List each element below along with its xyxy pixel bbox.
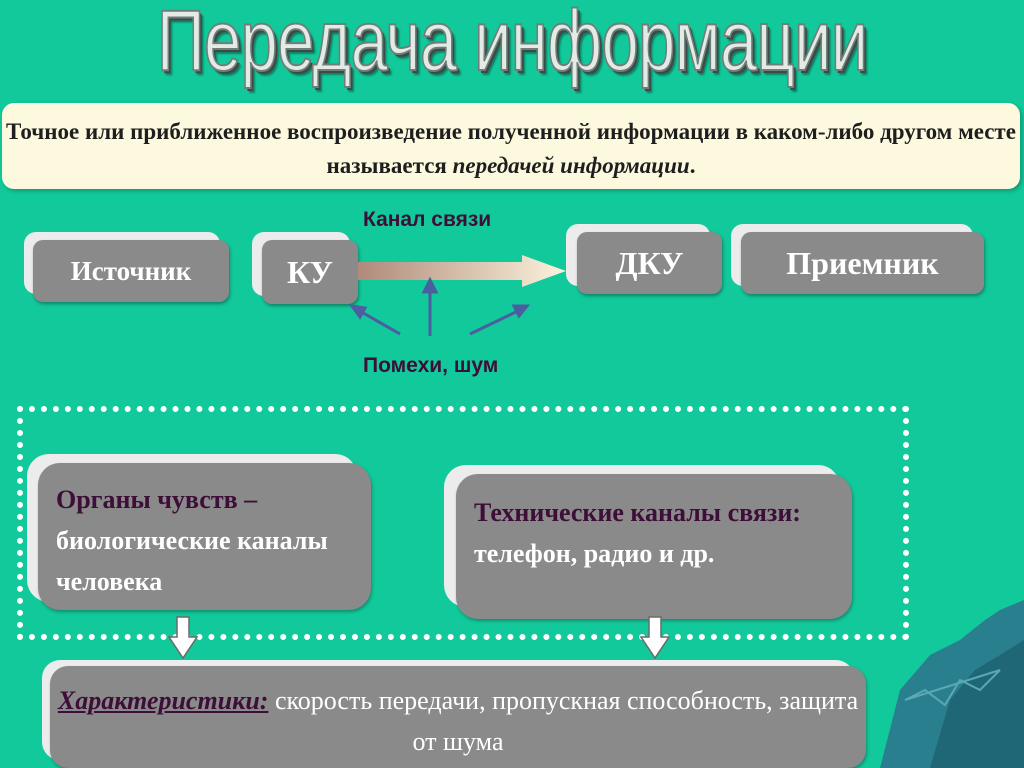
noise-arrow-right xyxy=(469,308,521,336)
decoder-box: ДКУ xyxy=(577,232,722,294)
definition-emphasis: передачей информации xyxy=(452,153,690,178)
biological-dash: – xyxy=(237,485,258,514)
characteristics-box: Характеристики: скорость передачи, пропу… xyxy=(50,666,866,768)
biological-text: биологические каналы человека xyxy=(56,526,328,596)
receiver-box: Приемник xyxy=(741,232,984,294)
diagram-arrows xyxy=(348,255,566,336)
down-arrow-left xyxy=(167,616,199,660)
biological-title: Органы чувств xyxy=(56,485,238,514)
encoder-box: КУ xyxy=(262,240,358,304)
receiver-label: Приемник xyxy=(786,244,939,281)
decoder-label: ДКУ xyxy=(615,244,684,281)
channels-group-frame xyxy=(17,406,909,640)
technical-box: Технические каналы связи: телефон, радио… xyxy=(456,474,852,619)
noise-label: Помехи, шум xyxy=(363,354,499,377)
channel-arrow xyxy=(358,255,566,287)
characteristics-text: скорость передачи, пропускная способност… xyxy=(268,686,859,756)
page-title: Передача информации xyxy=(156,0,869,90)
source-label: Источник xyxy=(70,255,192,286)
technical-text: телефон, радио и др. xyxy=(474,539,715,568)
technical-title: Технические каналы связи: xyxy=(474,498,801,527)
definition-end: . xyxy=(689,153,696,178)
biological-box: Органы чувств – биологические каналы чел… xyxy=(38,463,371,610)
encoder-label: КУ xyxy=(286,253,334,290)
definition-text: Точное или приближенное воспроизведение … xyxy=(6,119,1016,178)
characteristics-title: Характеристики: xyxy=(57,686,269,715)
down-arrow-right xyxy=(639,616,671,660)
definition-panel: Точное или приближенное воспроизведение … xyxy=(2,103,1020,189)
noise-arrow-left xyxy=(357,308,401,336)
channel-label: Канал связи xyxy=(363,208,492,231)
source-box: Источник xyxy=(33,240,229,302)
